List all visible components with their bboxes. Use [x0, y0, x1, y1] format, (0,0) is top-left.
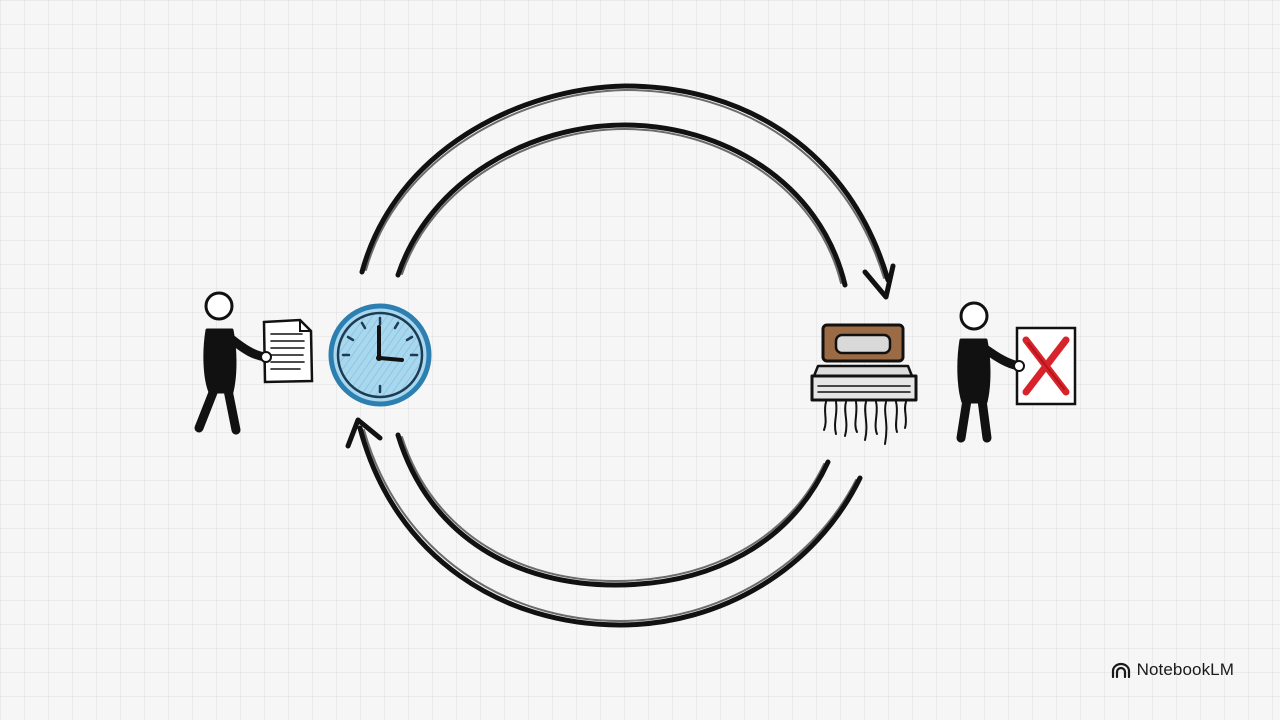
- person-icon: [956, 301, 1024, 443]
- person-icon: [194, 291, 271, 435]
- clock-icon: [328, 303, 432, 407]
- shredder-icon: [810, 323, 918, 445]
- bottom-cycle-arrow: [345, 417, 863, 628]
- brand-watermark: NotebookLM: [1111, 660, 1234, 680]
- notebooklm-logo-icon: [1111, 662, 1131, 678]
- document-icon: [260, 318, 314, 384]
- rejected-document-icon: [1013, 326, 1077, 406]
- brand-label: NotebookLM: [1136, 660, 1234, 679]
- top-cycle-arrow: [359, 83, 896, 300]
